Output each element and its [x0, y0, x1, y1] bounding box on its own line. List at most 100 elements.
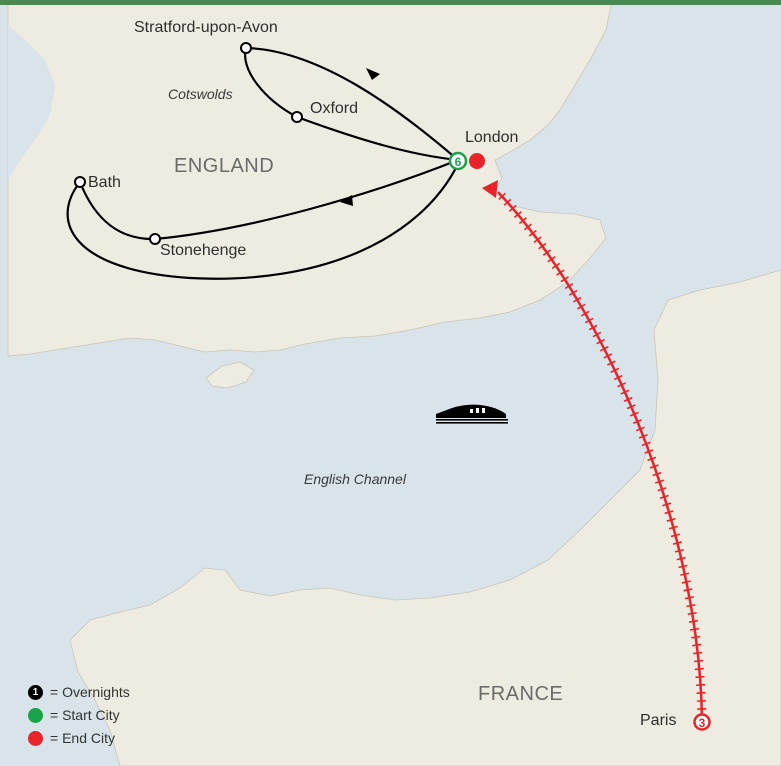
rail-tie	[684, 596, 695, 600]
rail-tie	[584, 317, 594, 324]
rail-tie	[694, 667, 704, 671]
rail-tie	[568, 289, 578, 296]
label-france: FRANCE	[478, 683, 564, 705]
rail-tie	[603, 353, 613, 359]
label-bath[interactable]: Bath	[88, 174, 121, 191]
rail-tie	[508, 204, 517, 212]
rail-tie	[666, 517, 676, 522]
rail-tie	[592, 331, 602, 338]
london-start-marker[interactable]	[448, 151, 468, 171]
route-oxford-london	[296, 115, 459, 162]
rail-tie	[638, 434, 648, 439]
rail-tie	[613, 374, 623, 381]
rail-tie	[542, 249, 552, 256]
label-oxford[interactable]: Oxford	[310, 100, 359, 117]
rail-ticks	[498, 192, 707, 710]
label-stonehenge[interactable]: Stonehenge	[160, 242, 247, 259]
label-paris[interactable]: Paris	[640, 712, 677, 729]
rail-tie	[693, 651, 703, 655]
overnights-icon: 1	[28, 684, 43, 700]
rail-tie	[635, 426, 645, 432]
rail-tie	[692, 643, 702, 647]
rail-tie	[652, 471, 662, 477]
rail-tie	[649, 464, 659, 469]
rail-tie	[678, 564, 688, 569]
rail-tie	[644, 449, 654, 454]
rail-tie	[654, 479, 664, 484]
london-end-marker[interactable]	[469, 153, 485, 169]
rail-tie	[518, 217, 527, 225]
rail-tie	[674, 548, 684, 553]
label-england: ENGLAND	[174, 155, 275, 177]
legend-end-label: = End City	[50, 730, 115, 746]
rail-tie	[523, 223, 532, 231]
rail-tie	[626, 404, 636, 410]
rail-tie	[659, 494, 669, 499]
rail-tie	[533, 236, 542, 243]
rail-tie	[564, 282, 574, 290]
rail-tie	[690, 627, 700, 631]
rail-tie	[528, 229, 537, 237]
rail-tie	[572, 296, 582, 303]
rail-tie	[547, 256, 556, 263]
rail-tie	[610, 367, 620, 373]
rail-tie	[696, 683, 706, 687]
rail-tie	[581, 310, 590, 317]
legend-overnights-label: = Overnights	[50, 684, 130, 700]
rail-tie	[695, 675, 705, 679]
rail-tie	[670, 533, 680, 538]
paris-marker[interactable]	[693, 713, 711, 731]
london-overnights: 6	[455, 155, 462, 169]
france-land	[69, 269, 781, 766]
paris-overnights: 3	[699, 716, 706, 730]
rail-tie	[662, 502, 672, 507]
direction-arrow	[366, 68, 380, 80]
rail-tie	[647, 456, 657, 462]
direction-arrow	[340, 195, 353, 206]
route-stonehenge-bath	[78, 181, 156, 241]
rail-tie	[620, 389, 630, 395]
rail-tie	[672, 541, 682, 545]
rail-tie	[588, 324, 598, 331]
legend-start-label: = Start City	[50, 707, 120, 723]
stratford-dot[interactable]	[240, 42, 252, 54]
rail-tie	[657, 487, 667, 492]
rail-tie	[641, 441, 651, 447]
rail-tie	[680, 572, 690, 576]
train-icon	[436, 404, 508, 424]
rail-tie	[617, 382, 627, 388]
end-arrow	[482, 180, 498, 198]
legend-start-city: = Start City	[28, 707, 120, 723]
legend-overnights: 1 = Overnights	[28, 684, 130, 700]
rail-tie	[686, 604, 696, 608]
rail-tie	[596, 338, 605, 345]
rail-tie	[560, 276, 569, 283]
route-london-stonehenge	[154, 158, 459, 241]
label-london[interactable]: London	[465, 129, 519, 146]
start-city-icon	[28, 707, 43, 723]
rail-tie	[503, 198, 512, 206]
rail-tie	[551, 262, 561, 270]
label-cotswolds: Cotswolds	[168, 86, 233, 102]
rail-tie	[676, 556, 686, 561]
rail-tie	[538, 242, 547, 250]
label-english-channel: English Channel	[304, 471, 406, 487]
bath-dot[interactable]	[74, 176, 86, 188]
rail-tie	[498, 192, 506, 201]
rail-tie	[668, 525, 678, 530]
route-london-stratford	[245, 46, 459, 161]
coach-routes	[66, 46, 459, 280]
rail-tie	[623, 396, 633, 402]
rail-tie	[632, 419, 642, 424]
rail-tie	[577, 303, 586, 310]
route-stratford-oxford	[244, 47, 298, 118]
rail-tie	[681, 580, 691, 584]
island	[205, 361, 255, 389]
legend-end-city: = End City	[28, 730, 115, 746]
rail-tie	[629, 411, 639, 417]
label-stratford[interactable]: Stratford-upon-Avon	[134, 19, 278, 36]
end-city-icon	[28, 730, 43, 746]
oxford-dot[interactable]	[291, 111, 303, 123]
stonehenge-dot[interactable]	[149, 233, 161, 245]
